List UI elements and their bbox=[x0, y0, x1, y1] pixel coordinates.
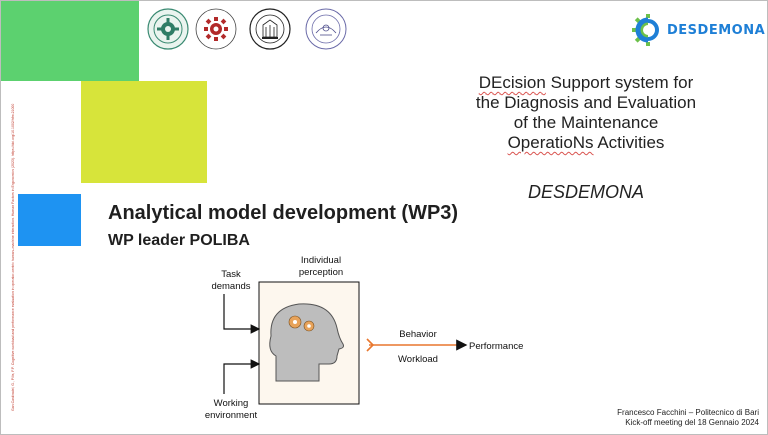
project-title-line-1: DEcision Support system for bbox=[478, 73, 694, 92]
individual-perception-label-1: Individual bbox=[301, 256, 341, 266]
footer-event: Kick-off meeting del 18 Gennaio 2024 bbox=[625, 418, 759, 427]
working-environment-label-2: environment bbox=[205, 410, 258, 421]
desdemona-gear-icon bbox=[632, 14, 665, 46]
footer: Francesco Facchini – Politecnico di Bari… bbox=[617, 408, 759, 428]
project-title-line-3: of the Maintenance bbox=[513, 113, 659, 132]
task-demands-label-1: Task bbox=[221, 269, 241, 280]
spellcheck-underlined-word: DEcision bbox=[478, 73, 546, 92]
decorative-lime-block bbox=[81, 81, 207, 183]
project-title: DEcision Support system for the Diagnosi… bbox=[441, 73, 731, 153]
workload-label: Workload bbox=[398, 354, 438, 365]
spellcheck-underlined-word: OperatioNs bbox=[507, 133, 594, 152]
decorative-green-block bbox=[1, 1, 139, 81]
universita-di-catania-seal-icon bbox=[248, 7, 292, 51]
performance-label: Performance bbox=[469, 341, 523, 352]
decorative-blue-block bbox=[18, 194, 81, 246]
working-environment-label-1: Working bbox=[214, 398, 249, 409]
project-title-line-2: the Diagnosis and Evaluation bbox=[475, 93, 697, 112]
universita-della-calabria-logo-icon bbox=[194, 7, 238, 51]
politecnico-di-bari-logo-icon bbox=[146, 7, 190, 51]
section-subheading: WP leader POLIBA bbox=[108, 232, 250, 249]
footer-author: Francesco Facchini – Politecnico di Bari bbox=[617, 408, 759, 417]
individual-perception-label-2: perception bbox=[299, 267, 343, 278]
behavior-label: Behavior bbox=[399, 329, 437, 340]
desdemona-logo-text: DESDEMONA bbox=[667, 22, 766, 38]
citation-text: Gan Cardinalel, G., Pilis, F.P. Cognitiv… bbox=[11, 103, 15, 411]
project-acronym: DESDEMONA bbox=[527, 182, 644, 202]
side-citation: Gan Cardinalel, G., Pilis, F.P. Cognitiv… bbox=[5, 104, 25, 411]
section-heading: Analytical model development (WP3) bbox=[108, 202, 459, 224]
head-with-gears-icon bbox=[269, 303, 344, 382]
task-demands-label-2: demands bbox=[211, 281, 250, 292]
universita-di-catanzaro-seal-icon bbox=[304, 7, 348, 51]
project-title-line-4: OperatioNs Activities bbox=[507, 133, 665, 152]
workload-diagram: Individual perception Task demands Worki… bbox=[205, 256, 524, 421]
desdemona-logo: DESDEMONA bbox=[631, 13, 765, 47]
